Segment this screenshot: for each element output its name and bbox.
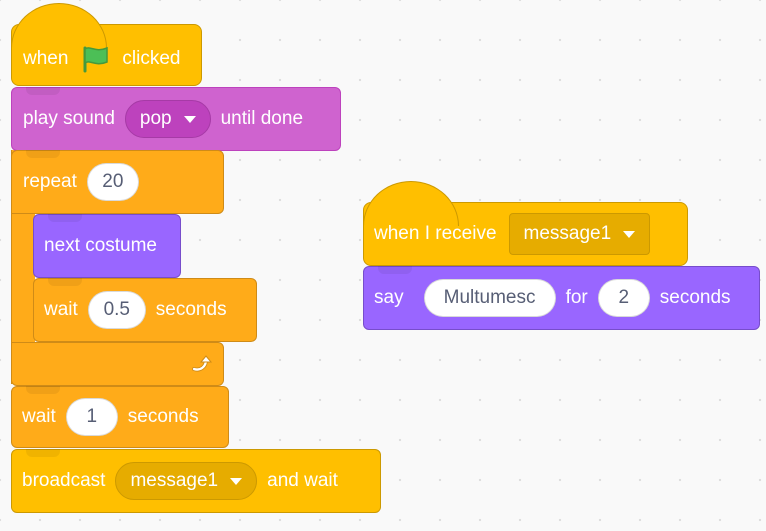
inner-wait-label: wait <box>44 299 78 320</box>
play-sound-label: play sound <box>23 108 115 129</box>
repeat-count-input[interactable]: 20 <box>86 163 139 201</box>
receive-message-value: message1 <box>523 223 612 244</box>
say-for-seconds-block[interactable]: say Multumesc for 2 seconds <box>363 266 760 330</box>
play-sound-block[interactable]: play sound pop until done <box>11 87 341 151</box>
clicked-label: clicked <box>122 48 181 69</box>
dropdown-caret-icon <box>623 230 636 238</box>
for-label: for <box>565 287 588 308</box>
say-text-input[interactable]: Multumesc <box>423 279 556 317</box>
dropdown-caret-icon <box>230 477 243 485</box>
say-label: say <box>374 287 404 308</box>
when-label: when <box>23 48 69 69</box>
receive-message-dropdown[interactable]: message1 <box>508 213 651 255</box>
wait-label: wait <box>22 406 56 427</box>
inner-wait-seconds-input[interactable]: 0.5 <box>87 291 146 329</box>
wait-seconds-input[interactable]: 1 <box>65 398 118 436</box>
until-done-label: until done <box>220 108 304 129</box>
loop-arrow-icon <box>189 352 213 376</box>
sound-dropdown-value: pop <box>139 108 172 129</box>
dropdown-caret-icon <box>183 115 196 123</box>
when-flag-clicked-block[interactable]: when clicked <box>11 3 202 86</box>
repeat-c-bottom-arm[interactable] <box>11 342 224 386</box>
wait-unit: seconds <box>127 406 199 427</box>
and-wait-label: and wait <box>267 470 338 491</box>
next-costume-block[interactable]: next costume <box>33 214 181 278</box>
sound-dropdown[interactable]: pop <box>124 100 211 138</box>
repeat-block[interactable]: repeat 20 <box>11 150 224 214</box>
broadcast-label: broadcast <box>22 470 106 491</box>
when-i-receive-label: when I receive <box>374 223 497 244</box>
say-seconds-input[interactable]: 2 <box>597 279 650 317</box>
broadcast-message-value: message1 <box>130 470 219 491</box>
repeat-label: repeat <box>23 171 77 192</box>
inner-wait-block[interactable]: wait 0.5 seconds <box>33 278 257 342</box>
say-unit: seconds <box>659 287 731 308</box>
when-i-receive-block[interactable]: when I receive message1 <box>363 181 688 266</box>
inner-wait-unit: seconds <box>155 299 227 320</box>
broadcast-message-dropdown[interactable]: message1 <box>115 462 258 500</box>
green-flag-icon <box>80 45 110 73</box>
next-costume-label: next costume <box>44 235 157 256</box>
broadcast-and-wait-block[interactable]: broadcast message1 and wait <box>11 449 381 513</box>
wait-block[interactable]: wait 1 seconds <box>11 386 229 448</box>
